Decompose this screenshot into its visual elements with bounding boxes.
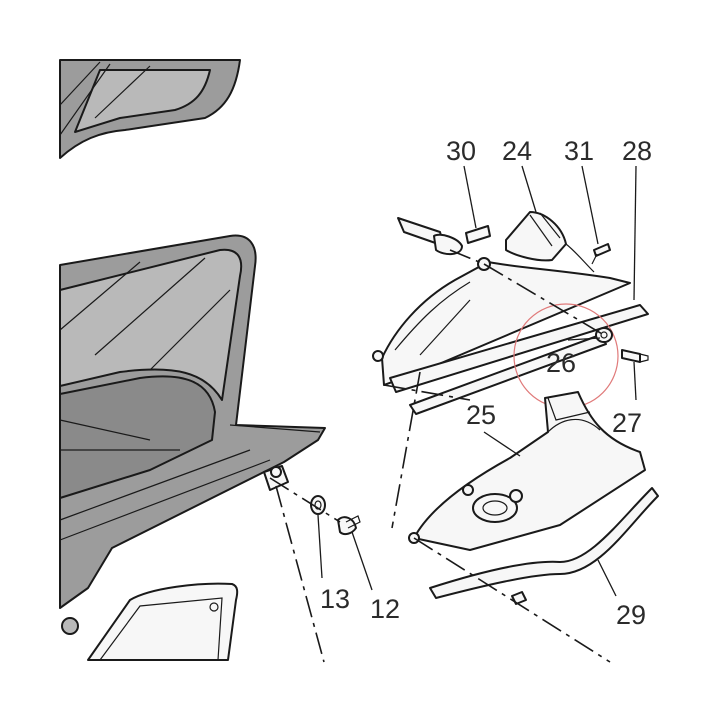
callout-26: 26 [546, 348, 576, 378]
lower-cover-assembly [408, 391, 659, 599]
callout-27: 27 [612, 408, 642, 438]
callout-12: 12 [370, 594, 400, 624]
upper-bodywork-fragment [59, 59, 241, 159]
fasteners-12-13 [310, 495, 527, 605]
callout-labels: 30 24 31 28 26 27 25 13 12 29 [320, 136, 652, 630]
callout-31: 31 [564, 136, 594, 166]
assembly-lines [269, 249, 611, 663]
upper-cover-assembly [372, 211, 649, 415]
leader-lines [317, 165, 637, 597]
callout-29: 29 [616, 600, 646, 630]
callout-28: 28 [622, 136, 652, 166]
lower-left-part [61, 582, 239, 661]
callout-25: 25 [466, 400, 496, 430]
callout-30: 30 [446, 136, 476, 166]
side-fairing-panel [59, 234, 326, 609]
callout-24: 24 [502, 136, 532, 166]
callout-13: 13 [320, 584, 350, 614]
